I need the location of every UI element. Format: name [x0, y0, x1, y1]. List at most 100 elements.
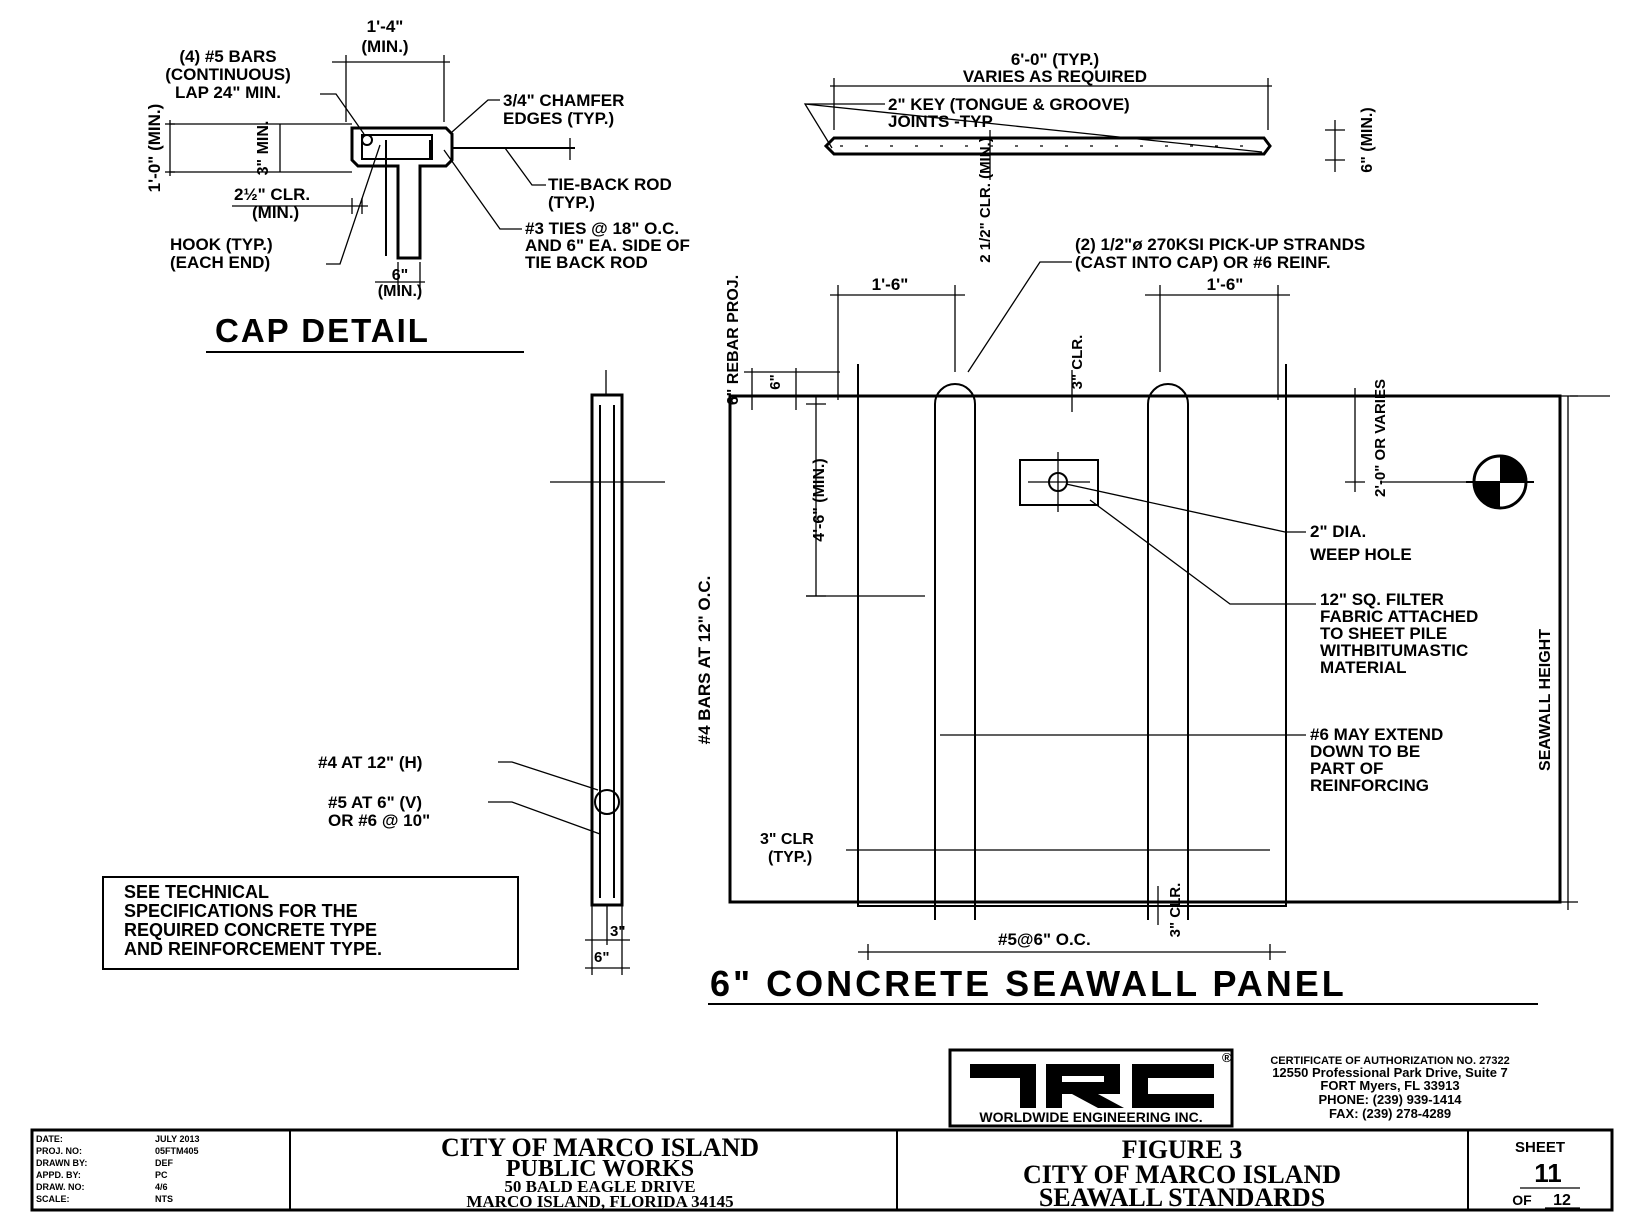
bottom-bars: #5@6" O.C. [998, 930, 1091, 949]
cap-detail-title: CAP DETAIL [215, 312, 430, 349]
sheet-pile-clr: 2 1/2" CLR. (MIN.) [977, 137, 994, 262]
logo-caption: WORLDWIDE ENGINEERING INC. [979, 1109, 1202, 1125]
info-label: SCALE: [36, 1194, 70, 1204]
of-total: 12 [1553, 1192, 1571, 1209]
seawall-panel: (2) 1/2"ø 270KSI PICK-UP STRANDS (CAST I… [695, 235, 1610, 1005]
firm-address1: 12550 Professional Park Drive, Suite 7 [1272, 1065, 1508, 1080]
title-block: DATE: JULY 2013 PROJ. NO: 05FTM405 DRAWN… [30, 1128, 1614, 1212]
key-line1: 2" KEY (TONGUE & GROOVE) [888, 95, 1130, 114]
four-six-dim: 4'-6" (MIN.) [811, 458, 828, 541]
sheet-number: 11 [1534, 1158, 1562, 1188]
section-six: 6" [594, 949, 609, 966]
weep-line2: WEEP HOLE [1310, 545, 1412, 564]
of-label: OF [1512, 1192, 1532, 1208]
clr-typ-line2: (TYP.) [768, 849, 812, 866]
chamfer-line1: 3/4" CHAMFER [503, 91, 624, 110]
sheet-label: SHEET [1515, 1139, 1565, 1156]
cap-bars-line3: LAP 24" MIN. [175, 83, 281, 102]
clr-typ-line1: 3" CLR [760, 831, 814, 848]
ties-line3: TIE BACK ROD [525, 253, 648, 272]
filter-line1: 12" SQ. FILTER [1320, 590, 1444, 609]
hook-line2: (EACH END) [170, 253, 270, 272]
sheet-pile-six: 6" (MIN.) [1359, 107, 1376, 172]
key-line2: JOINTS -TYP [888, 112, 993, 131]
filter-line4: WITHBITUMASTIC [1320, 641, 1468, 660]
info-label: DRAWN BY: [36, 1158, 87, 1168]
cap-six: 6" [392, 267, 408, 284]
info-label: DRAW. NO: [36, 1182, 85, 1192]
firm-logo: ® WORLDWIDE ENGINEERING INC. CERTIFICATE… [948, 1048, 1510, 1128]
cap-bars-line1: (4) #5 BARS [179, 47, 276, 66]
seawall-height: SEAWALL HEIGHT [1537, 629, 1554, 771]
cap-width-dim: 1'-4" [367, 17, 404, 36]
h-bars-label: #4 AT 12" (H) [318, 753, 422, 772]
info-value: 4/6 [155, 1182, 168, 1192]
firm-phone: PHONE: (239) 939-1414 [1318, 1092, 1462, 1107]
info-value: 05FTM405 [155, 1146, 199, 1156]
cap-detail: 1'-4" (MIN.) (4) #5 BARS (CONTINUOUS) LA… [145, 17, 690, 353]
project-info: DATE: JULY 2013 PROJ. NO: 05FTM405 DRAWN… [36, 1134, 200, 1204]
owner-line4: MARCO ISLAND, FLORIDA 34145 [466, 1192, 733, 1211]
cap-width-note: (MIN.) [361, 37, 408, 56]
panel-six: 6" [767, 374, 784, 389]
v-bars-line1: #5 AT 6" (V) [328, 793, 422, 812]
filter-line3: TO SHEET PILE [1320, 624, 1447, 643]
info-value: DEF [155, 1158, 174, 1168]
panel-bars-label: #4 BARS AT 12" O.C. [695, 576, 714, 745]
hook-line1: HOOK (TYP.) [170, 235, 273, 254]
extend-line3: PART OF [1310, 759, 1383, 778]
info-value: NTS [155, 1194, 173, 1204]
figure-line2: CITY OF MARCO ISLAND [1023, 1160, 1341, 1189]
info-label: APPD. BY: [36, 1170, 81, 1180]
panel-section: #4 AT 12" (H) #5 AT 6" (V) OR #6 @ 10" 3… [318, 370, 665, 975]
filter-line2: FABRIC ATTACHED [1320, 607, 1478, 626]
info-value: JULY 2013 [155, 1134, 200, 1144]
sheet-pile-plan: 6'-0" (TYP.) VARIES AS REQUIRED 2" KEY (… [803, 50, 1376, 263]
note-line4: AND REINFORCEMENT TYPE. [124, 939, 382, 959]
sheet-pile-dim2: VARIES AS REQUIRED [963, 67, 1147, 86]
ties-line1: #3 TIES @ 18" O.C. [525, 219, 679, 238]
figure-line1: FIGURE 3 [1122, 1135, 1243, 1164]
figure-line3: SEAWALL STANDARDS [1039, 1183, 1325, 1212]
info-value: PC [155, 1170, 168, 1180]
top-clr: 3" CLR. [1069, 335, 1086, 390]
extend-line2: DOWN TO BE [1310, 742, 1420, 761]
panel-title: 6" CONCRETE SEAWALL PANEL [710, 963, 1347, 1004]
owner-line3: 50 BALD EAGLE DRIVE [504, 1177, 695, 1196]
cap-clr-line2: (MIN.) [252, 203, 299, 222]
tieback-line1: TIE-BACK ROD [548, 175, 672, 194]
extend-line4: REINFORCING [1310, 776, 1429, 795]
section-three: 3" [610, 923, 625, 940]
firm-address2: FORT Myers, FL 33913 [1320, 1078, 1459, 1093]
cap-height-dim: 1'-0" (MIN.) [145, 104, 164, 193]
two-ft-dim: 2'-0" OR VARIES [1372, 379, 1389, 497]
panel-dim-left: 1'-6" [872, 275, 909, 294]
filter-line5: MATERIAL [1320, 658, 1407, 677]
bottom-clr: 3" CLR. [1167, 883, 1184, 938]
firm-cert: CERTIFICATE OF AUTHORIZATION NO. 27322 [1270, 1055, 1509, 1067]
cap-three-min: 3" MIN. [255, 121, 272, 176]
sheet-pile-dim1: 6'-0" (TYP.) [1011, 50, 1099, 69]
panel-dim-right: 1'-6" [1207, 275, 1244, 294]
tieback-line2: (TYP.) [548, 193, 595, 212]
info-label: PROJ. NO: [36, 1146, 82, 1156]
v-bars-line2: OR #6 @ 10" [328, 811, 430, 830]
note-line1: SEE TECHNICAL [124, 882, 269, 902]
registered-mark: ® [1222, 1050, 1232, 1065]
strands-line2: (CAST INTO CAP) OR #6 REINF. [1075, 253, 1331, 272]
weep-line1: 2" DIA. [1310, 522, 1366, 541]
note-line3: REQUIRED CONCRETE TYPE [124, 920, 377, 940]
extend-line1: #6 MAY EXTEND [1310, 725, 1443, 744]
rebar-proj: 6" REBAR PROJ. [725, 275, 742, 405]
chamfer-line2: EDGES (TYP.) [503, 109, 614, 128]
section-bar-icon [594, 789, 620, 815]
spec-note: SEE TECHNICAL SPECIFICATIONS FOR THE REQ… [102, 876, 519, 970]
cap-six-min: (MIN.) [378, 283, 422, 300]
owner-line1: CITY OF MARCO ISLAND [441, 1133, 759, 1162]
info-label: DATE: [36, 1134, 63, 1144]
firm-fax: FAX: (239) 278-4289 [1329, 1106, 1451, 1121]
strands-line1: (2) 1/2"ø 270KSI PICK-UP STRANDS [1075, 235, 1365, 254]
cap-bars-line2: (CONTINUOUS) [165, 65, 291, 84]
note-line2: SPECIFICATIONS FOR THE [124, 901, 358, 921]
